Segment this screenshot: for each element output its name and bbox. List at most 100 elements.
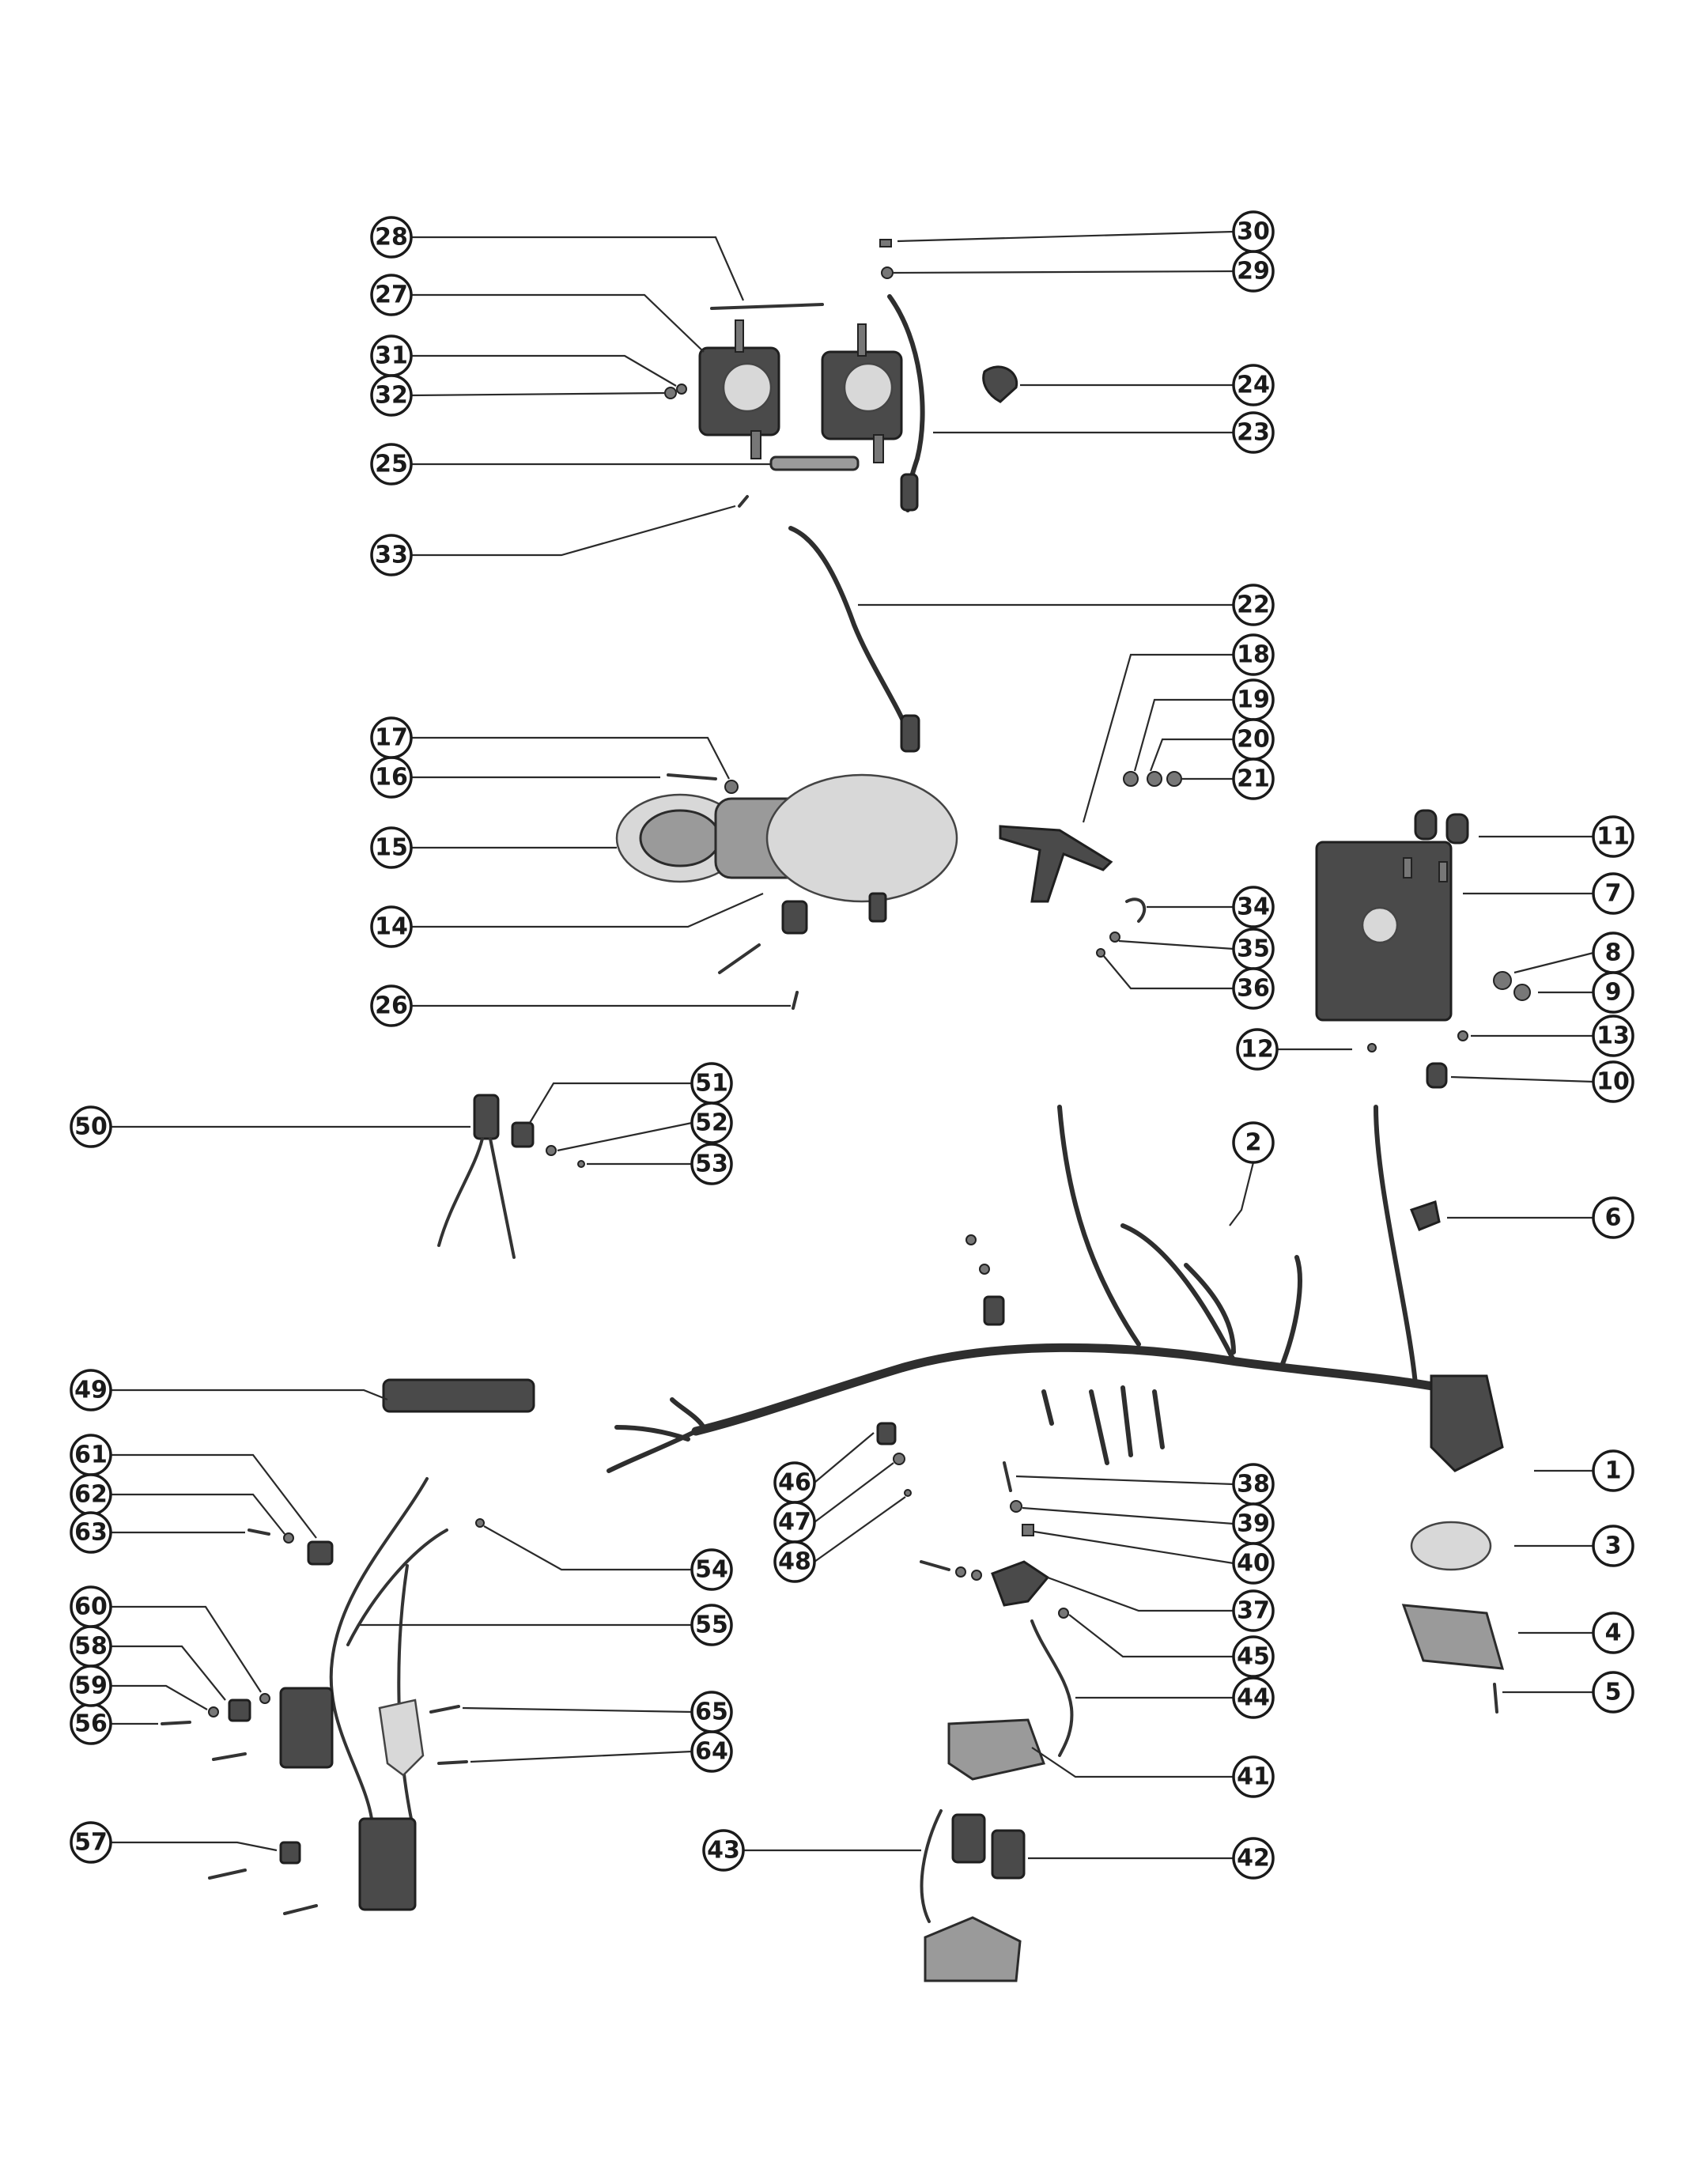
screw-45	[1058, 1608, 1069, 1619]
callout-45: 45	[1232, 1635, 1275, 1678]
screw-57a	[208, 1869, 247, 1880]
callout-number: 33	[375, 542, 408, 569]
callout-19: 19	[1232, 678, 1275, 721]
nut-60	[259, 1693, 270, 1704]
callout-number: 65	[695, 1699, 728, 1726]
callout-circle	[1592, 1015, 1634, 1057]
screw-63	[248, 1529, 270, 1536]
callout-circle	[1592, 971, 1634, 1014]
callout-number: 64	[695, 1738, 728, 1766]
callout-number: 46	[778, 1469, 811, 1497]
sleeve-10	[1426, 1062, 1448, 1089]
callout-61: 61	[70, 1434, 112, 1476]
screw-37-left	[920, 1560, 950, 1571]
callout-37: 37	[1232, 1589, 1275, 1632]
callout-circle	[370, 374, 413, 417]
callout-circle	[1232, 1589, 1275, 1632]
washer-19	[1123, 771, 1139, 787]
nut-40	[1022, 1524, 1034, 1536]
clamp-61	[307, 1540, 334, 1566]
block-42a	[951, 1813, 986, 1864]
callout-number: 39	[1237, 1510, 1270, 1538]
callout-7: 7	[1592, 872, 1634, 915]
callout-number: 8	[1605, 939, 1622, 967]
callout-4: 4	[1592, 1612, 1634, 1654]
callout-number: 29	[1237, 258, 1270, 285]
callout-number: 45	[1237, 1643, 1270, 1671]
callout-circle	[1232, 886, 1275, 928]
callout-number: 3	[1605, 1532, 1622, 1560]
callout-55: 55	[690, 1604, 733, 1646]
callout-number: 56	[74, 1710, 108, 1738]
clip-34	[1125, 897, 1147, 923]
callout-38: 38	[1232, 1463, 1275, 1506]
callout-circle	[1232, 758, 1275, 800]
screw-65	[429, 1705, 460, 1714]
block-42b	[991, 1829, 1026, 1880]
callout-circle	[1592, 1060, 1634, 1103]
washer-59	[208, 1706, 219, 1717]
callout-36: 36	[1232, 967, 1275, 1010]
callout-25: 25	[370, 443, 413, 486]
nut-37-left	[971, 1570, 982, 1581]
callout-3: 3	[1592, 1525, 1634, 1567]
callout-number: 41	[1237, 1763, 1270, 1791]
terminal-boot	[982, 365, 1018, 403]
callout-number: 22	[1237, 591, 1270, 619]
clamp-middle-upper	[983, 1295, 1005, 1326]
callout-23: 23	[1232, 411, 1275, 454]
callout-11: 11	[1592, 815, 1634, 858]
screw-56	[161, 1721, 191, 1725]
callout-number: 42	[1237, 1845, 1270, 1872]
bracket-37	[991, 1560, 1050, 1607]
lead-44	[1030, 1619, 1074, 1757]
terminal-block	[382, 1378, 535, 1413]
callout-number: 43	[707, 1837, 740, 1865]
callout-21: 21	[1232, 758, 1275, 800]
callout-58: 58	[70, 1625, 112, 1668]
callout-number: 57	[74, 1829, 108, 1857]
callout-circle	[1592, 1525, 1634, 1567]
callout-number: 32	[375, 382, 408, 410]
callout-number: 47	[778, 1509, 811, 1536]
callout-number: 7	[1605, 880, 1622, 908]
callout-circle	[370, 274, 413, 316]
callout-18: 18	[1232, 633, 1275, 676]
o-ring-3	[1410, 1521, 1492, 1571]
callout-53: 53	[690, 1143, 733, 1185]
callout-circle	[1592, 1612, 1634, 1654]
grommet-11a	[1414, 809, 1438, 841]
callout-65: 65	[690, 1691, 733, 1733]
callout-circle	[70, 1511, 112, 1554]
callout-circle	[1232, 411, 1275, 454]
callout-circle	[370, 905, 413, 948]
callout-circle	[1592, 872, 1634, 915]
callout-6: 6	[1592, 1196, 1634, 1239]
washer-middle-upper	[979, 1264, 990, 1275]
callout-circle	[70, 1665, 112, 1707]
callout-number: 61	[74, 1442, 108, 1469]
callout-15: 15	[370, 826, 413, 869]
sensor-41	[947, 1718, 1045, 1781]
callout-number: 53	[695, 1151, 728, 1178]
callout-47: 47	[773, 1501, 816, 1544]
callout-number: 20	[1237, 726, 1270, 754]
callout-29: 29	[1232, 250, 1275, 293]
callout-number: 55	[695, 1612, 728, 1639]
washer-37-left	[955, 1566, 966, 1578]
callout-circle	[690, 1143, 733, 1185]
callout-22: 22	[1232, 584, 1275, 626]
callout-16: 16	[370, 756, 413, 799]
callout-number: 38	[1237, 1471, 1270, 1498]
callout-circle	[1232, 1542, 1275, 1585]
callout-64: 64	[690, 1730, 733, 1773]
callout-62: 62	[70, 1473, 112, 1516]
callout-number: 28	[375, 224, 408, 251]
bracket-51	[511, 1121, 535, 1148]
callout-circle	[1232, 210, 1275, 253]
callout-number: 11	[1597, 823, 1630, 851]
callout-circle	[370, 826, 413, 869]
callout-circle	[690, 1604, 733, 1646]
grommet-11b	[1445, 813, 1469, 845]
callout-number: 27	[375, 282, 408, 309]
